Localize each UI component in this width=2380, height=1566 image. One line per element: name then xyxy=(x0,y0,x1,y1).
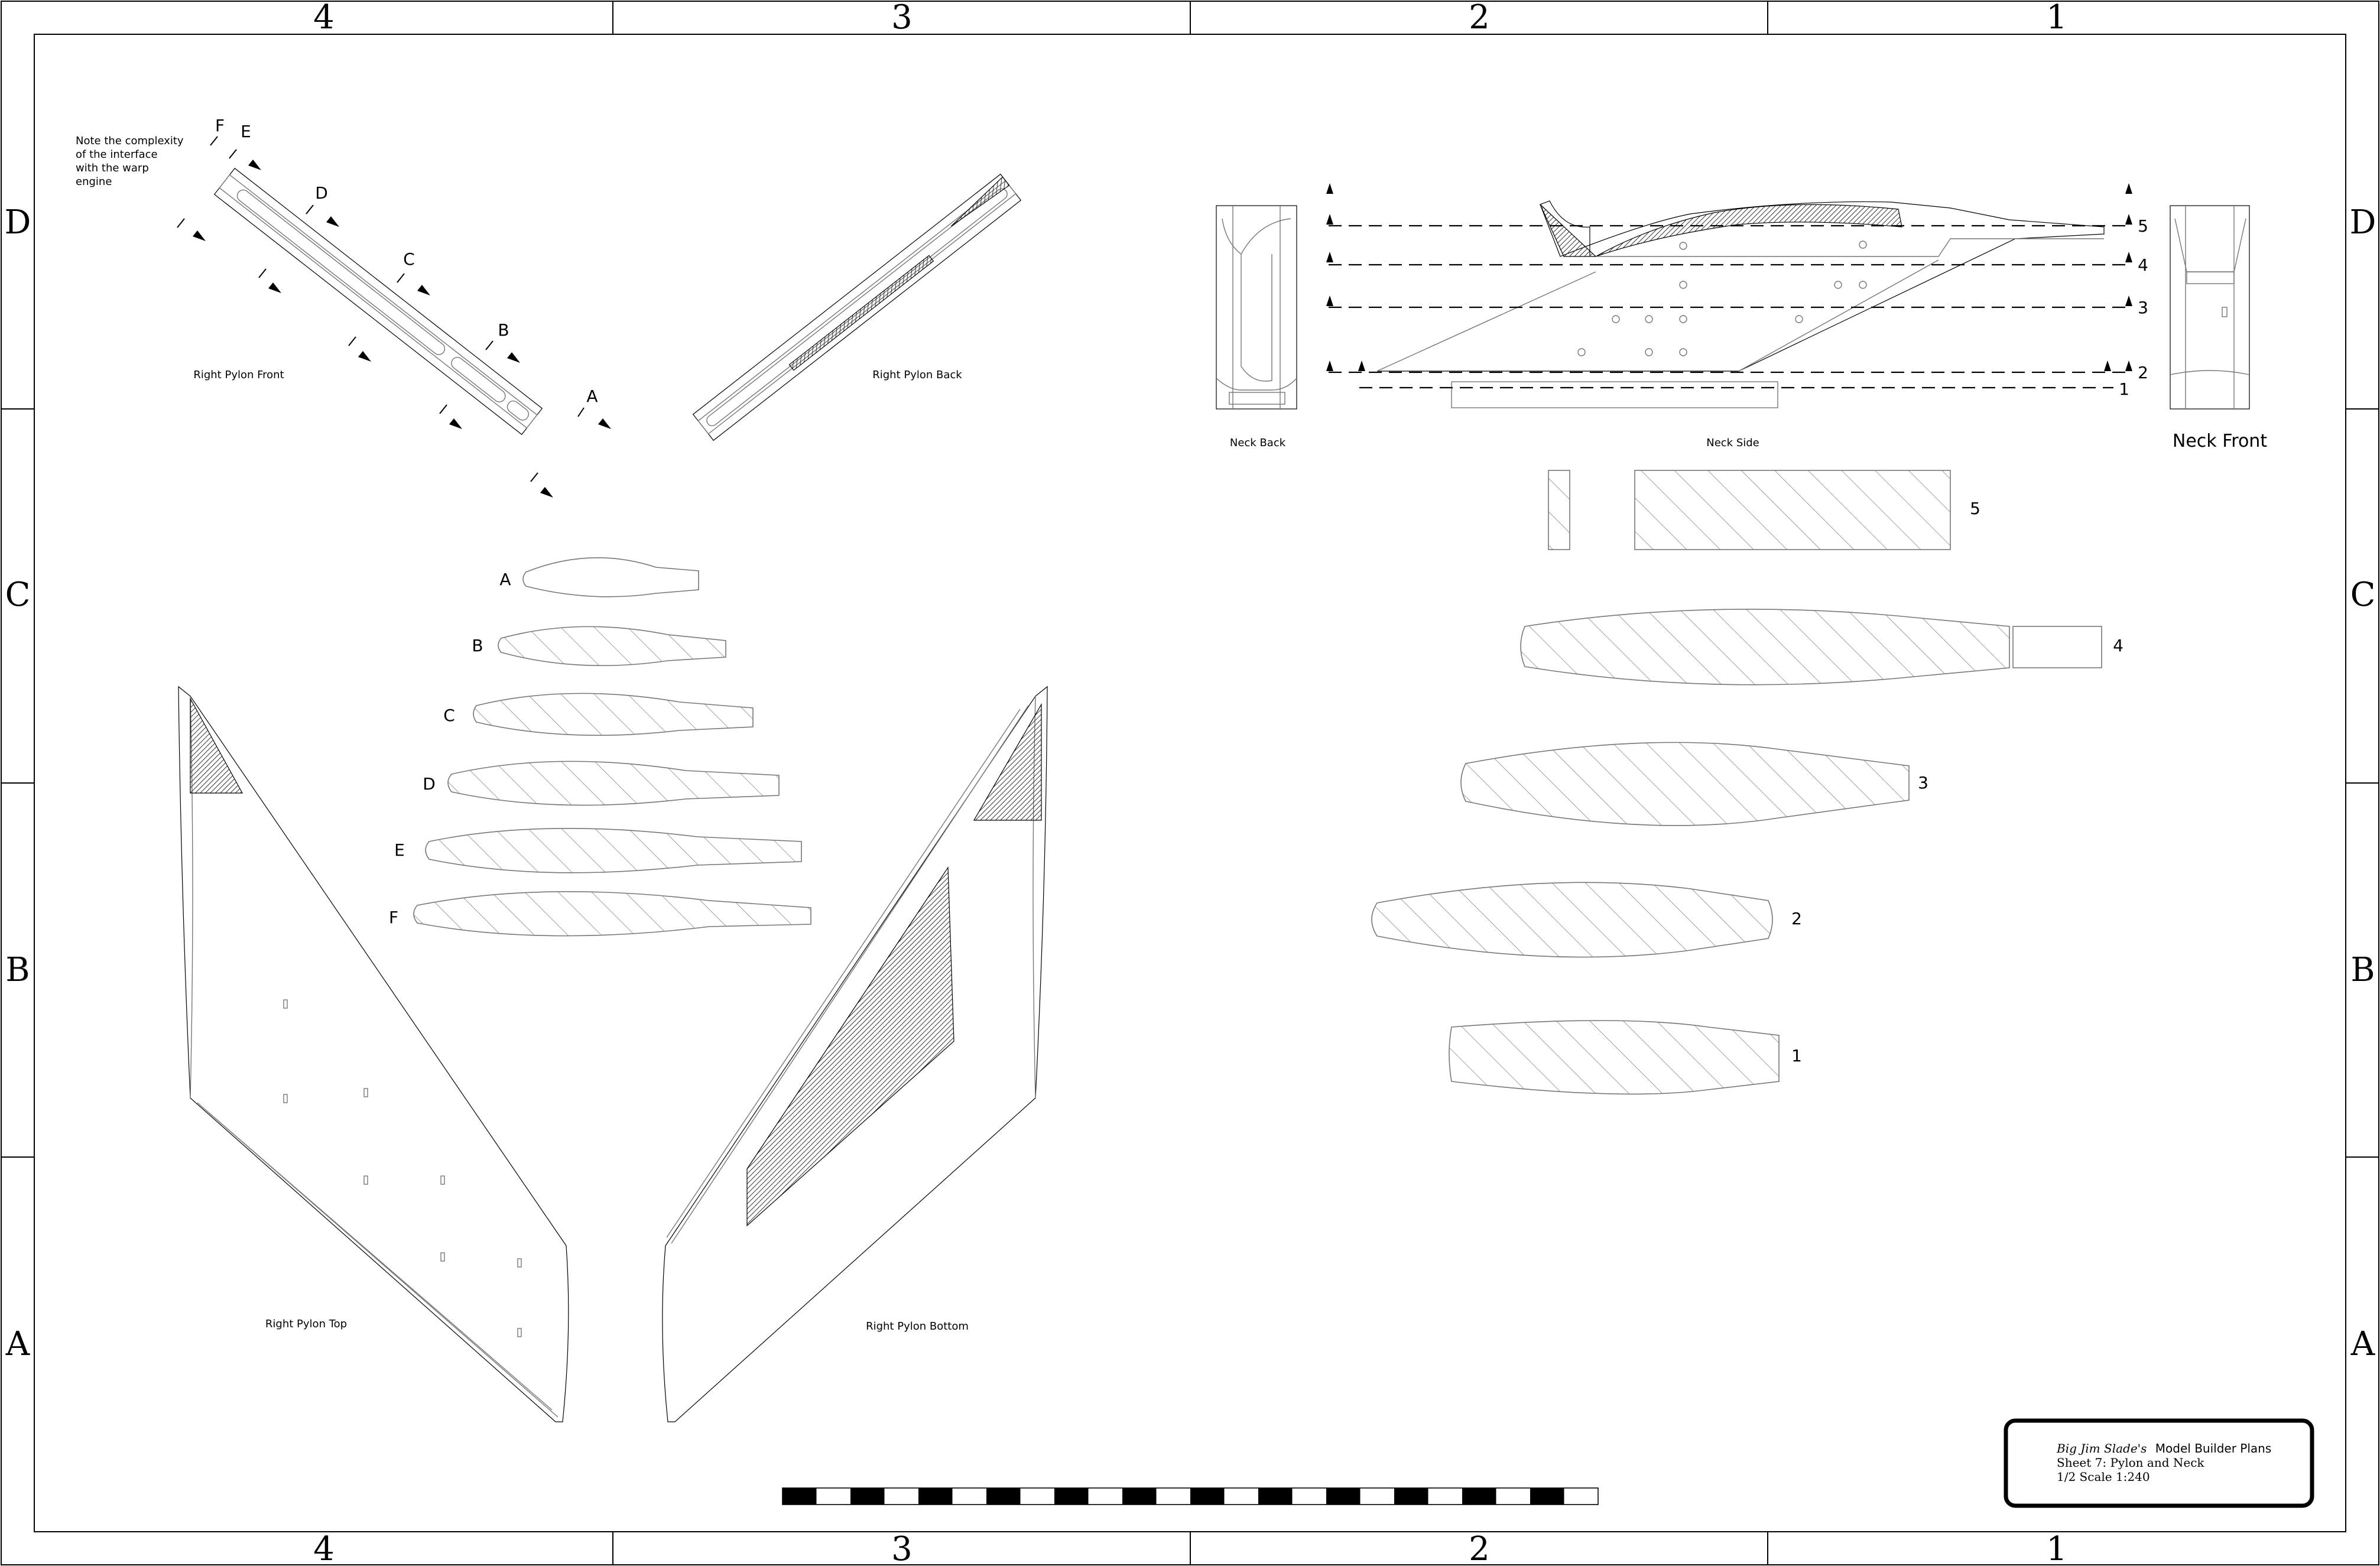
section-number: 4 xyxy=(2138,255,2148,275)
section-marker-E xyxy=(229,149,261,170)
section-number: 1 xyxy=(2119,379,2129,399)
neck-front-drawing xyxy=(2170,205,2250,410)
note-line: Note the complexity xyxy=(76,135,184,147)
section-number: 3 xyxy=(2138,298,2148,317)
grid-row-label: A xyxy=(5,1325,30,1363)
title-block-product: Model Builder Plans xyxy=(2155,1441,2271,1455)
section-letter: B xyxy=(472,636,483,655)
section-letter: F xyxy=(215,116,225,135)
neck-section-4-tab xyxy=(2012,626,2102,668)
section-number: 5 xyxy=(1970,499,1980,518)
neck-section-5-small xyxy=(1548,470,1570,550)
section-letter: D xyxy=(423,774,436,794)
section-letter: E xyxy=(241,122,251,141)
section-number: 2 xyxy=(2138,363,2148,382)
section-letter: E xyxy=(394,840,405,860)
grid-row-label: B xyxy=(2350,951,2375,989)
section-letter: B xyxy=(498,320,509,340)
section-number: 4 xyxy=(2113,636,2124,655)
grid-column-label: 4 xyxy=(313,1530,335,1566)
grid-row-label: A xyxy=(2350,1325,2375,1363)
title-block-scale: 1/2 Scale 1:240 xyxy=(2057,1470,2150,1484)
view-label-right-pylon-top: Right Pylon Top xyxy=(265,1318,347,1330)
grid-column-label: 3 xyxy=(891,0,913,37)
pylon-section-A xyxy=(522,557,699,597)
neck-side-drawing xyxy=(1326,183,2132,408)
view-label-neck-front: Neck Front xyxy=(2173,431,2267,451)
section-letter: D xyxy=(315,183,328,203)
title-block: Big Jim Slade's Model Builder Plans Shee… xyxy=(2004,1418,2314,1508)
note-text: Note the complexity of the interface wit… xyxy=(76,135,184,188)
right-pylon-bottom-drawing xyxy=(662,685,1048,1422)
grid-row-label: C xyxy=(2350,576,2376,614)
section-letter: C xyxy=(403,249,415,269)
view-label-right-pylon-front: Right Pylon Front xyxy=(193,369,284,381)
grid-column-label: 3 xyxy=(891,1530,913,1566)
grid-column-label: 2 xyxy=(1469,1530,1490,1566)
grid-column-label: 1 xyxy=(2046,0,2067,37)
note-line: of the interface xyxy=(76,148,158,161)
section-marker-F xyxy=(210,136,218,146)
pylon-section-E xyxy=(425,827,802,873)
section-number: 2 xyxy=(1791,909,1802,928)
view-label-right-pylon-back: Right Pylon Back xyxy=(872,369,962,381)
section-marker-C xyxy=(397,273,430,295)
scale-bar xyxy=(782,1487,1599,1505)
note-line: engine xyxy=(76,176,112,188)
title-block-author: Big Jim Slade's xyxy=(2056,1441,2147,1455)
right-pylon-back-drawing xyxy=(692,173,1022,441)
note-line: with the warp xyxy=(76,162,149,174)
title-block-sheet: Sheet 7: Pylon and Neck xyxy=(2057,1455,2204,1470)
right-pylon-front-drawing xyxy=(177,136,611,498)
grid-row-label: C xyxy=(5,576,31,614)
section-marker-D xyxy=(306,204,339,227)
section-number: 3 xyxy=(1918,773,1928,792)
grid-column-label: 2 xyxy=(1469,0,1490,37)
title-block-line: Big Jim Slade's Model Builder Plans xyxy=(2056,1441,2271,1455)
view-label-neck-back: Neck Back xyxy=(1230,437,1286,449)
grid-column-label: 1 xyxy=(2046,1530,2067,1566)
grid-row-label: D xyxy=(2350,203,2376,242)
pylon-section-C xyxy=(473,693,754,736)
section-marker-B xyxy=(485,340,520,363)
neck-section-3 xyxy=(1460,742,1910,826)
grid-column-label: 4 xyxy=(313,0,335,37)
pylon-section-D xyxy=(447,761,780,806)
neck-section-1 xyxy=(1449,1020,1780,1095)
section-letter: A xyxy=(499,570,511,589)
section-number: 5 xyxy=(2138,216,2148,236)
grid-row-label: D xyxy=(5,203,31,242)
neck-section-4 xyxy=(1520,609,2010,685)
section-letter: C xyxy=(443,706,455,725)
neck-back-drawing xyxy=(1216,205,1297,410)
neck-section-2 xyxy=(1371,882,1773,958)
pylon-cross-sections xyxy=(413,557,811,937)
section-marker-A xyxy=(577,407,611,429)
right-pylon-top-drawing xyxy=(178,685,569,1422)
section-letter: A xyxy=(586,386,598,406)
neck-section-5 xyxy=(1634,470,1951,550)
neck-cross-sections xyxy=(1371,470,2102,1095)
section-letter: F xyxy=(389,908,398,927)
grid-row-label: B xyxy=(5,951,30,989)
section-number: 1 xyxy=(1791,1046,1802,1065)
pylon-section-B xyxy=(498,626,726,667)
view-label-right-pylon-bottom: Right Pylon Bottom xyxy=(866,1320,969,1333)
view-label-neck-side: Neck Side xyxy=(1706,437,1759,449)
pylon-section-F xyxy=(413,891,811,937)
section-marker-lower xyxy=(177,218,553,498)
